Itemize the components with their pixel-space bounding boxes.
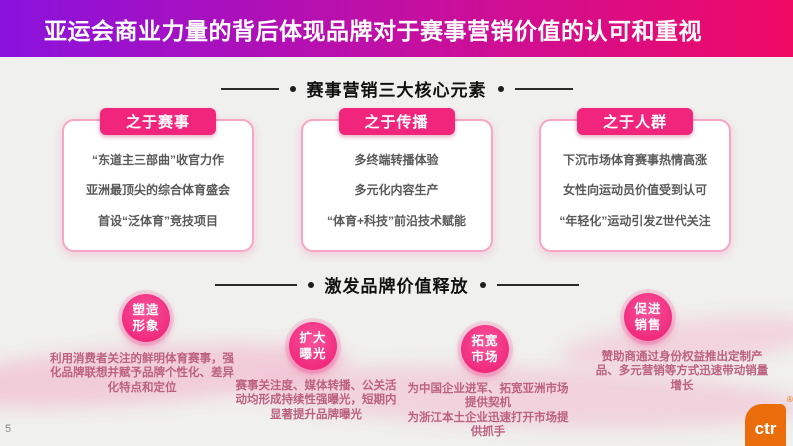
circle-expand-exposure: 扩大 曝光 (289, 322, 337, 370)
circle-label-line1: 促进 (634, 301, 662, 316)
note-text: 为浙江本土企业迅速打开市场提供抓手 (407, 411, 569, 439)
circle-shape-image: 塑造 形象 (122, 294, 170, 342)
slide-title: 亚运会商业力量的背后体现品牌对于赛事营销价值的认可和重视 (44, 17, 702, 44)
circle-label-line2: 销售 (634, 318, 662, 332)
registered-trademark-icon: ® (787, 395, 793, 404)
decor-line-left (214, 283, 297, 286)
decor-line-left (220, 87, 279, 90)
card-broadcast-tab: 之于传播 (338, 108, 455, 135)
circle-label-line1: 扩大 (299, 330, 327, 345)
note-expand-exposure: 赛事关注度、媒体转播、公关活动均形成持续性强曝光，短期内显著提升品牌曝光 (230, 379, 402, 422)
card-broadcast-item-2: 多元化内容生产 (354, 183, 439, 197)
card-event-item-2: 亚洲最顶尖的综合体育盛会 (85, 183, 230, 197)
section-title-brand-value: 激发品牌价值释放 (0, 272, 793, 297)
card-event: 之于赛事 “东道主三部曲”收官力作 亚洲最顶尖的综合体育盛会 首设“泛体育”竞技… (62, 108, 254, 252)
ctr-logo-text: ctr (754, 419, 777, 438)
section-title-core-elements: 赛事营销三大核心元素 (0, 76, 793, 101)
ctr-logo: ctr (745, 404, 786, 446)
section-title-text: 赛事营销三大核心元素 (306, 81, 487, 100)
circle-broaden-market: 拓宽 市场 (461, 325, 509, 373)
circle-label-line1: 拓宽 (471, 333, 499, 348)
decor-dot-right (497, 85, 504, 92)
note-shape-image: 利用消费者关注的鲜明体育赛事，强化品牌联想并赋予品牌个性化、差异化特点和定位 (50, 352, 234, 395)
card-event-tab: 之于赛事 (99, 108, 217, 135)
card-audience-tab: 之于人群 (576, 108, 694, 135)
circle-label-line2: 曝光 (299, 347, 327, 361)
card-audience-item-2: 女性向运动员价值受到认可 (562, 183, 707, 197)
decor-dot-right (479, 281, 486, 288)
note-text: 利用消费者关注的鲜明体育赛事，强化品牌联想并赋予品牌个性化、差异化特点和定位 (50, 353, 234, 394)
note-text: 为中国企业进军、拓宽亚洲市场提供契机 (407, 383, 569, 410)
decor-dot-left (307, 281, 314, 288)
card-broadcast: 之于传播 多终端转播体验 多元化内容生产 “体育+科技”前沿技术赋能 (300, 108, 493, 252)
card-broadcast-item-3: “体育+科技”前沿技术赋能 (326, 213, 466, 228)
note-broaden-market: 为中国企业进军、拓宽亚洲市场提供契机 为浙江本土企业迅速打开市场提供抓手 (402, 382, 574, 440)
page-number: 5 (5, 423, 12, 435)
circle-label-line2: 形象 (132, 319, 160, 333)
card-audience: 之于人群 下沉市场体育赛事热情高涨 女性向运动员价值受到认可 “年轻化”运动引发… (539, 108, 731, 252)
card-broadcast-item-1: 多终端转播体验 (354, 152, 439, 167)
card-event-item-1: “东道主三部曲”收官力作 (91, 152, 224, 167)
card-audience-item-3: “年轻化”运动引发Z世代关注 (559, 213, 711, 228)
circle-label-line2: 市场 (471, 350, 499, 364)
header-banner: 亚运会商业力量的背后体现品牌对于赛事营销价值的认可和重视 (0, 0, 793, 57)
section-title-text: 激发品牌价值释放 (324, 277, 469, 296)
circle-boost-sales: 促进 销售 (624, 293, 672, 341)
note-text: 赞助商通过身份权益推出定制产品、多元营销等方式迅速带动销量增长 (595, 351, 769, 392)
decor-line-right (514, 87, 573, 90)
note-text: 赛事关注度、媒体转播、公关活动均形成持续性强曝光，短期内显著提升品牌曝光 (235, 380, 397, 421)
note-boost-sales: 赞助商通过身份权益推出定制产品、多元营销等方式迅速带动销量增长 (592, 350, 772, 393)
circle-label-line1: 塑造 (132, 302, 160, 317)
card-event-item-3: 首设“泛体育”竞技项目 (97, 213, 218, 228)
core-elements-cards: 之于赛事 “东道主三部曲”收官力作 亚洲最顶尖的综合体育盛会 首设“泛体育”竞技… (62, 108, 731, 252)
decor-dot-left (289, 85, 296, 92)
decor-line-right (496, 283, 579, 286)
card-audience-item-1: 下沉市场体育赛事热情高涨 (562, 152, 707, 167)
